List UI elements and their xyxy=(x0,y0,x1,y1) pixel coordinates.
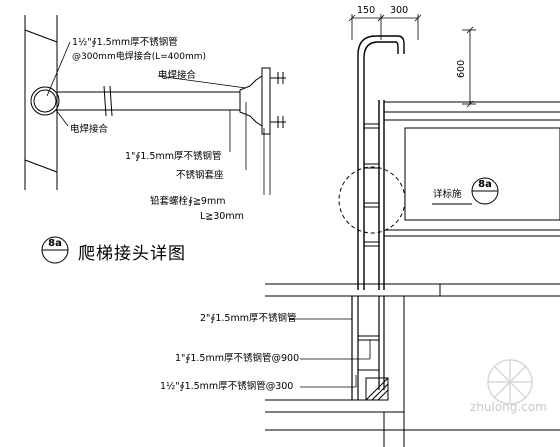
horizontal-rung xyxy=(57,85,240,117)
watermark-text: zhulong.com xyxy=(470,400,547,414)
dim-150: 150 xyxy=(357,5,376,16)
label-1inch-pipe: 1"∮1.5mm厚不锈钢管@900 xyxy=(175,353,300,364)
left-post xyxy=(24,15,58,190)
dim-300: 300 xyxy=(390,5,409,16)
floor-slab xyxy=(265,283,560,297)
detail-ref-index: 8a xyxy=(478,179,492,190)
label-2inch-pipe: 2"∮1.5mm厚不锈钢管 xyxy=(200,313,297,324)
roof-structure xyxy=(383,101,560,290)
label-bolt-length: L≧30mm xyxy=(200,211,244,222)
ladder-rungs xyxy=(364,123,379,247)
lower-leaders xyxy=(290,318,371,388)
label-bolt: 铅套螺栓∮≧9mm xyxy=(150,196,226,207)
label-pipe-1inch: 1"∮1.5mm厚不锈钢管 xyxy=(125,151,222,162)
page-title: 爬梯接头详图 xyxy=(78,244,186,264)
label-weld-right: 电焊接合 xyxy=(158,70,197,81)
dim-600: 600 xyxy=(456,59,467,78)
detail-ref-bubble xyxy=(432,177,499,205)
title-index-bubble xyxy=(41,236,69,264)
pipe-section xyxy=(30,86,60,116)
detail-callout-circle xyxy=(338,166,406,234)
ladder-hook xyxy=(357,35,405,290)
label-sleeve: 不锈钢套座 xyxy=(176,170,224,181)
label-1half-pipe: 1½"∮1.5mm厚不锈钢管@300 xyxy=(160,381,294,392)
label-pipe-spec: 1½"∮1.5mm厚不锈钢管 xyxy=(72,37,178,48)
label-weld-left: 电焊接合 xyxy=(70,124,109,135)
title-index: 8a xyxy=(48,238,62,249)
lower-walls xyxy=(265,296,560,447)
lower-ladder xyxy=(351,296,385,400)
label-pipe-spacing: @300mm电焊接合(L=400mm) xyxy=(72,52,207,62)
detail-ref-text: 详标施 xyxy=(433,189,462,200)
watermark-logo xyxy=(487,359,533,405)
left-leaders xyxy=(46,41,271,195)
lower-base xyxy=(365,377,389,401)
sleeve-plate xyxy=(239,67,286,135)
lower-rungs xyxy=(358,335,379,371)
